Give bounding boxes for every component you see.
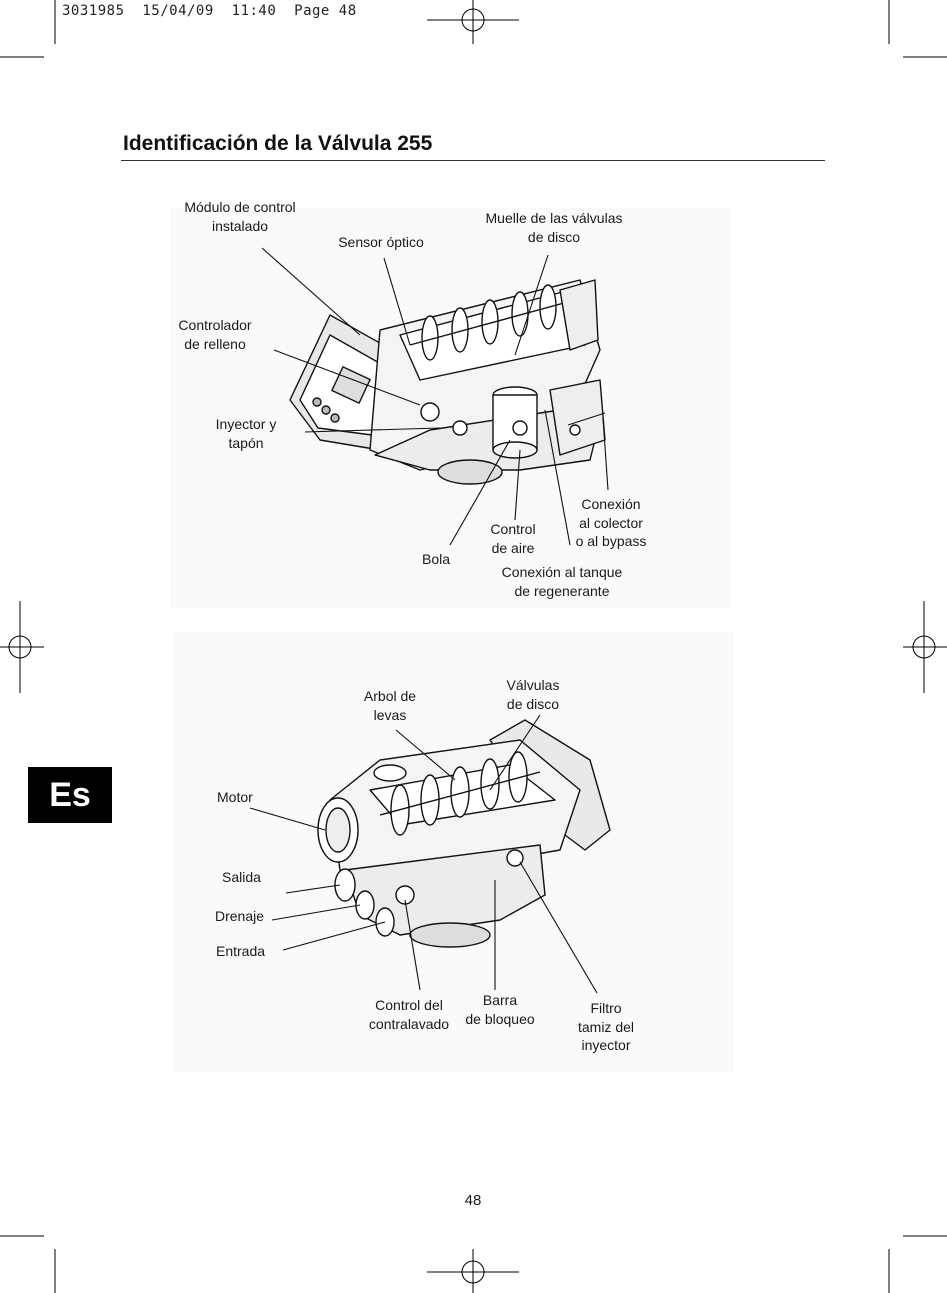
- label-line: tamiz del: [577, 1018, 635, 1035]
- label-line: Muelle de las válvulas: [485, 210, 623, 226]
- label-line: levas: [373, 706, 407, 723]
- label-line: de disco: [506, 695, 560, 712]
- label-control-contralavado: Control del contralavado: [369, 996, 449, 1033]
- page-number: 48: [464, 1192, 482, 1209]
- label-line: instalado: [211, 217, 269, 234]
- label-conexion-tanque: Conexión al tanque de regenerante: [502, 563, 623, 600]
- title-rule: [121, 160, 825, 161]
- label-line: Drenaje: [215, 908, 265, 924]
- label-line: Control del: [375, 997, 443, 1013]
- label-line: inyector: [581, 1037, 631, 1053]
- label-line: al colector: [579, 514, 643, 531]
- label-line: Barra: [482, 992, 518, 1008]
- label-line: Inyector y: [215, 416, 277, 432]
- label-line: Módulo de control: [184, 199, 296, 215]
- label-line: Conexión: [581, 496, 641, 512]
- label-barra-bloqueo: Barra de bloqueo: [465, 991, 534, 1028]
- label-line: Control: [490, 521, 536, 537]
- label-line: Sensor óptico: [338, 234, 424, 250]
- label-line: de bloqueo: [465, 1010, 535, 1027]
- label-arbol-levas: Arbol de levas: [364, 687, 416, 724]
- label-line: Bola: [421, 551, 451, 567]
- label-salida: Salida: [222, 868, 261, 887]
- label-sensor-optico: Sensor óptico: [338, 233, 424, 252]
- label-conexion-colector: Conexión al colector o al bypass: [576, 495, 647, 551]
- label-line: Arbol de: [363, 688, 417, 704]
- label-modulo-control: Módulo de control instalado: [184, 198, 295, 235]
- label-line: contralavado: [368, 1015, 450, 1032]
- label-line: Válvulas: [506, 677, 560, 693]
- label-line: de disco: [527, 228, 581, 245]
- label-muelle: Muelle de las válvulas de disco: [486, 209, 623, 246]
- page-title: Identificación de la Válvula 255: [123, 132, 433, 155]
- language-tab: Es: [28, 767, 112, 823]
- label-line: Entrada: [216, 943, 266, 959]
- label-inyector: Inyector y tapón: [216, 415, 277, 452]
- label-line: o al bypass: [575, 533, 647, 549]
- label-line: Salida: [222, 869, 261, 885]
- print-slug: 3031985 15/04/09 11:40 Page 48: [62, 3, 357, 19]
- label-line: tapón: [228, 434, 264, 451]
- label-bola: Bola: [422, 550, 450, 569]
- label-drenaje: Drenaje: [215, 907, 264, 926]
- label-line: Filtro: [590, 1000, 622, 1016]
- label-line: de regenerante: [514, 582, 610, 599]
- label-valvulas-disco: Válvulas de disco: [507, 676, 560, 713]
- label-line: Controlador: [178, 317, 252, 333]
- label-line: de relleno: [184, 335, 246, 352]
- label-filtro: Filtro tamiz del inyector: [578, 999, 634, 1055]
- label-motor: Motor: [217, 788, 253, 807]
- label-line: de aire: [491, 539, 535, 556]
- label-line: Motor: [217, 789, 253, 805]
- label-controlador: Controlador de relleno: [178, 316, 251, 353]
- label-control-aire: Control de aire: [490, 520, 535, 557]
- label-entrada: Entrada: [216, 942, 265, 961]
- label-line: Conexión al tanque: [501, 564, 623, 580]
